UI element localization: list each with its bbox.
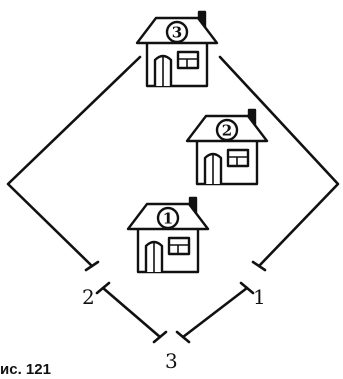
barrier-left (84, 260, 100, 272)
point-label-1: 1 (253, 285, 266, 309)
barrier-2-3-top (95, 281, 111, 295)
road-network (6, 55, 340, 344)
road-1-3 (181, 286, 249, 339)
house-window (167, 236, 191, 256)
point-label-3: 3 (165, 349, 178, 373)
point-label-2: 2 (82, 285, 95, 309)
house-number-circle (165, 20, 189, 44)
house-number: 2 (222, 122, 232, 140)
road-left (6, 55, 142, 268)
barrier-1-3-bottom (175, 330, 191, 344)
figure-caption: ис. 121 (0, 361, 51, 378)
barrier-1-3-top (239, 281, 255, 295)
house-2: 2 (185, 108, 269, 186)
house-number: 3 (172, 24, 182, 42)
road-right (218, 55, 340, 268)
house-3: 3 (135, 10, 219, 88)
barrier-2-3-bottom (152, 330, 168, 344)
house-number-circle (156, 206, 180, 230)
house-number: 1 (163, 210, 173, 228)
house-window (226, 148, 250, 168)
house-number-circle (215, 118, 239, 142)
barrier-right (251, 260, 267, 272)
house-1: 1 (126, 196, 210, 274)
house-window (176, 50, 200, 70)
road-2-3 (101, 286, 162, 339)
